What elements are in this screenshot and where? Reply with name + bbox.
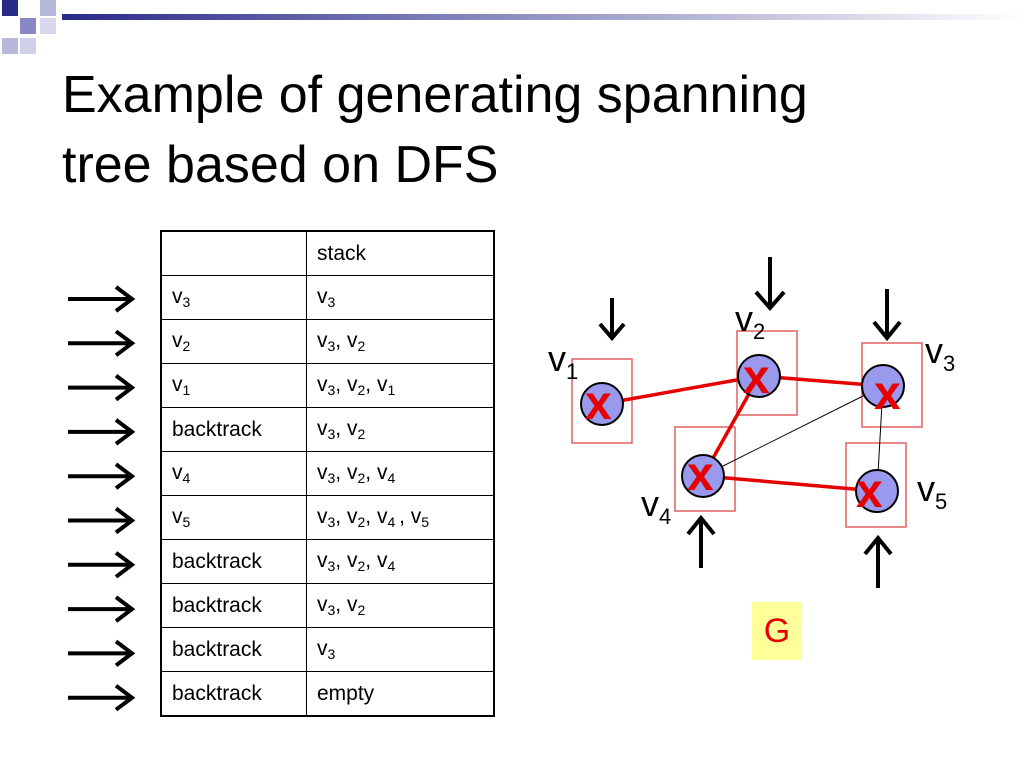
step-cell: backtrack <box>160 583 307 628</box>
down-arrow-icon <box>872 289 902 342</box>
visited-mark-v3: x <box>874 367 901 420</box>
up-arrow-icon <box>686 514 716 568</box>
visited-mark-v5: x <box>856 465 883 518</box>
right-arrow-icon <box>68 551 136 579</box>
stack-cell: v3 <box>306 627 495 672</box>
up-arrow-icon <box>863 534 893 588</box>
down-arrow-icon <box>598 298 626 342</box>
graph-edge <box>702 385 884 477</box>
vertex-label-v3: v3 <box>925 330 956 376</box>
vertex-label-v2: v2 <box>735 298 766 344</box>
right-arrow-icon <box>68 418 136 446</box>
right-arrow-icon <box>68 329 136 357</box>
stack-cell: v3, v2, v4 <box>306 451 495 496</box>
right-arrow-icon <box>68 374 136 402</box>
stack-cell: v3 <box>306 275 495 320</box>
table-header-cell <box>160 230 307 276</box>
step-cell: v1 <box>160 363 307 408</box>
right-arrow-icon <box>68 639 136 668</box>
step-cell: v2 <box>160 319 307 364</box>
step-cell: backtrack <box>160 627 307 672</box>
header-decoration <box>2 0 1024 54</box>
step-cell: backtrack <box>160 539 307 584</box>
stack-cell: v3, v2, v4 <box>306 539 495 584</box>
visited-mark-v4: x <box>687 448 714 501</box>
title-line-1: Example of generating spanning <box>62 66 808 124</box>
stack-cell: v3, v2, v1 <box>306 363 495 408</box>
right-arrow-icon <box>68 462 136 490</box>
stack-cell: v3, v2 <box>306 319 495 364</box>
right-arrow-icon <box>68 595 136 623</box>
visited-mark-v2: x <box>743 351 770 404</box>
table-header-cell: stack <box>306 230 495 276</box>
vertex-label-v1: v1 <box>548 338 579 384</box>
slide-title: Example of generating spanning tree base… <box>62 60 1002 200</box>
step-cell: v3 <box>160 275 307 320</box>
step-cell: v5 <box>160 495 307 540</box>
vertex-label-v5: v5 <box>917 468 948 514</box>
right-arrow-icon <box>68 506 136 535</box>
tree-edge <box>702 474 878 493</box>
visited-mark-v1: x <box>585 377 612 430</box>
stack-cell: v3, v2 <box>306 583 495 628</box>
tree-edge <box>601 374 760 406</box>
stack-cell: empty <box>306 671 495 717</box>
step-cell: backtrack <box>160 671 307 717</box>
step-cell: v4 <box>160 451 307 496</box>
stack-cell: v3, v2 <box>306 407 495 452</box>
step-arrows <box>68 285 136 712</box>
title-line-2: tree based on DFS <box>62 136 499 194</box>
vertex-label-v4: v4 <box>641 483 672 529</box>
stack-cell: v3, v2, v4 , v5 <box>306 495 495 540</box>
right-arrow-icon <box>68 285 136 313</box>
tree-edge <box>758 374 884 388</box>
graph-name-label: G <box>752 602 802 660</box>
right-arrow-icon <box>68 684 136 712</box>
table-header-row: stack <box>160 230 495 276</box>
step-cell: backtrack <box>160 407 307 452</box>
